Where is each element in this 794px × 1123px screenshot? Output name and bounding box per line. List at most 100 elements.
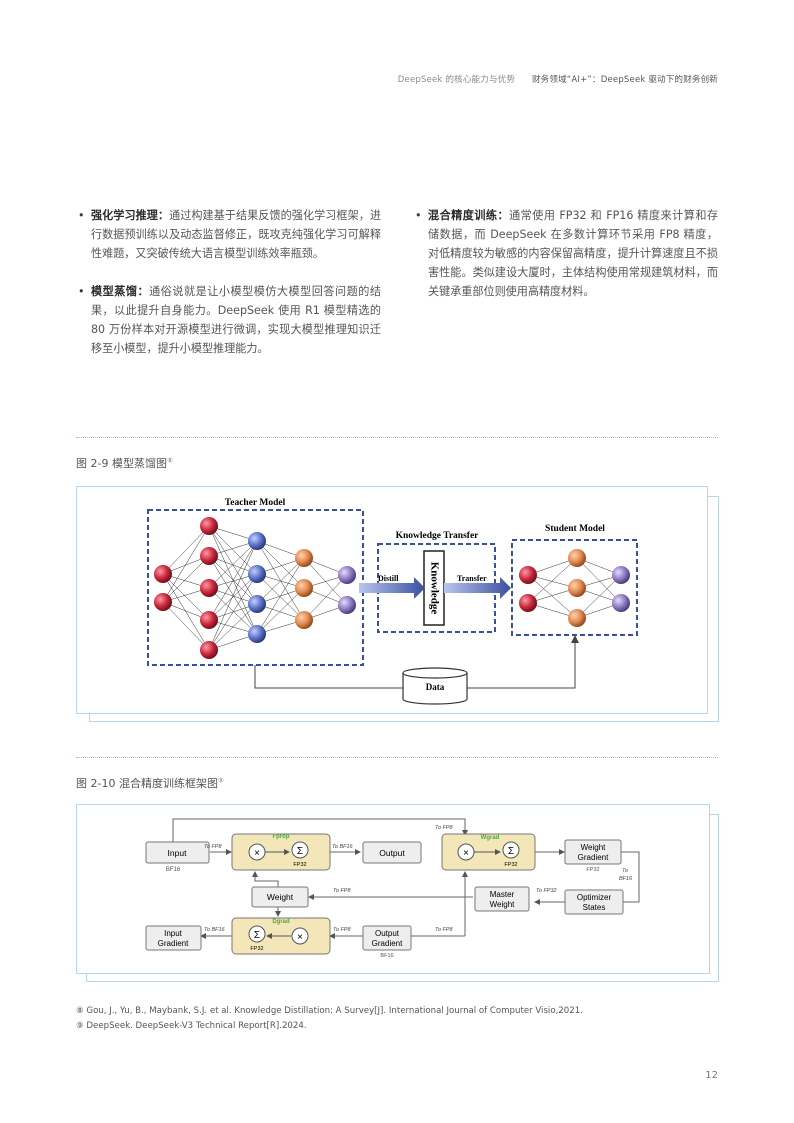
transfer-arrow xyxy=(444,577,511,599)
node-output-gradient-l1: Output xyxy=(375,929,400,938)
net-connection xyxy=(162,525,210,603)
right-column: 混合精度训练：通常使用 FP32 和 FP16 精度来计算和存储数据，而 Dee… xyxy=(413,206,718,316)
bullet-distillation: 模型蒸馏：通俗说就是让小模型模仿大模型回答问题的结果，以此提升自身能力。Deep… xyxy=(76,282,381,358)
edge-label-tobf16-1: To BF16 xyxy=(332,844,354,850)
node-input-label: Input xyxy=(168,848,188,858)
net-node xyxy=(200,547,218,565)
node-output-gradient-sub: BF16 xyxy=(380,953,393,959)
header-chapter: 财务领域“AI+”：DeepSeek 驱动下的财务创新 xyxy=(531,75,718,85)
data-label: Data xyxy=(426,682,445,692)
net-node xyxy=(612,566,630,584)
net-node xyxy=(248,565,266,583)
net-connection xyxy=(162,525,210,575)
data-line-left xyxy=(254,665,403,689)
net-connection xyxy=(208,573,258,651)
figure2-caption-text: 图 2-10 混合精度训练框架图 xyxy=(76,777,218,790)
dgrad-times: × xyxy=(297,932,303,943)
left-column: 强化学习推理：通过构建基于结果反馈的强化学习框架，进行数据预训练以及动态监督修正… xyxy=(76,206,381,373)
edge-label-bf16: BF16 xyxy=(619,876,633,882)
net-node xyxy=(154,593,172,611)
page-number: 12 xyxy=(705,1070,718,1081)
net-connection xyxy=(256,557,305,635)
edge-label-tofp32: To FP32 xyxy=(536,888,557,894)
net-connection xyxy=(256,573,305,621)
student-label: Student Model xyxy=(545,524,605,534)
net-node xyxy=(200,641,218,659)
bullet-text: 通过构建基于结果反馈的强化学习框架，进行数据预训练以及动态监督修正，既攻克纯强化… xyxy=(91,209,381,260)
bullet-mixed-precision: 混合精度训练：通常使用 FP32 和 FP16 精度来计算和存储数据，而 Dee… xyxy=(413,206,718,301)
bullet-rl-reasoning: 强化学习推理：通过构建基于结果反馈的强化学习框架，进行数据预训练以及动态监督修正… xyxy=(76,206,381,263)
net-connection xyxy=(576,574,622,619)
net-connection xyxy=(208,540,258,651)
edge-gradient-optimizer xyxy=(612,851,640,903)
net-node xyxy=(248,625,266,643)
net-node xyxy=(248,595,266,613)
student-box xyxy=(511,539,638,636)
fprop-fp32: FP32 xyxy=(293,862,306,868)
bullet-term: 模型蒸馏： xyxy=(91,285,150,298)
node-master-l2: Weight xyxy=(490,900,516,909)
bullet-term: 强化学习推理： xyxy=(91,209,170,222)
student-nodes xyxy=(519,549,630,627)
edge-weight-fprop xyxy=(252,871,279,887)
node-input-gradient-l1: Input xyxy=(164,929,183,938)
net-node xyxy=(338,566,356,584)
node-weight-gradient xyxy=(564,839,622,865)
edge-label-tofp8-3: To FP8 xyxy=(333,927,351,933)
figure2-ref: ⑨ xyxy=(217,776,224,785)
net-node xyxy=(200,611,218,629)
fprop-label: Fprop xyxy=(273,834,290,840)
net-node xyxy=(295,611,313,629)
net-connection xyxy=(208,540,258,621)
figure1-caption: 图 2-9 模型蒸馏图⑧ xyxy=(76,455,173,471)
net-connection xyxy=(162,601,210,651)
fprop-sum xyxy=(291,841,309,859)
net-connection xyxy=(162,573,210,621)
distill-label: Distill xyxy=(378,574,399,583)
dgrad-multiply xyxy=(291,927,309,945)
teacher-nodes xyxy=(154,517,356,659)
net-connection xyxy=(162,573,210,651)
net-connection xyxy=(256,587,305,635)
distillation-diagram: Teacher Model Knowledge Transfer Knowled… xyxy=(147,498,638,705)
fprop-times: × xyxy=(254,848,260,859)
figure1-ref: ⑧ xyxy=(166,456,173,465)
net-node xyxy=(568,609,586,627)
node-master-weight xyxy=(474,886,530,912)
net-connection xyxy=(256,540,305,621)
net-node xyxy=(519,594,537,612)
node-optimizer-l2: States xyxy=(583,903,606,912)
edge-label-tofp8-2: To FP8 xyxy=(333,888,351,894)
net-connection xyxy=(527,557,578,604)
wgrad-label: Wgrad xyxy=(481,835,500,841)
bullet-text: 通常使用 FP32 和 FP16 精度来计算和存储数据，而 DeepSeek 在… xyxy=(428,209,718,298)
dgrad-sigma: Σ xyxy=(254,930,260,941)
edge-label-tofp8-4: To FP8 xyxy=(435,927,453,933)
node-output-gradient-l2: Gradient xyxy=(372,939,403,948)
node-master-l1: Master xyxy=(490,890,515,899)
wgrad-fp32: FP32 xyxy=(504,862,517,868)
wgrad-sigma: Σ xyxy=(508,846,514,857)
node-output-label: Output xyxy=(379,848,405,858)
net-node xyxy=(568,579,586,597)
node-output xyxy=(362,841,422,864)
figure2-frame: Input BF16 To FP8 Fprop × Σ FP32 To BF16… xyxy=(76,804,710,974)
fprop-sigma: Σ xyxy=(297,846,303,857)
bullet-text: 通俗说就是让小模型模仿大模型回答问题的结果，以此提升自身能力。DeepSeek … xyxy=(91,285,381,355)
net-connection xyxy=(162,555,210,603)
node-input-sub: BF16 xyxy=(166,867,181,873)
knowledge-label: Knowledge xyxy=(428,562,440,615)
net-connection xyxy=(208,573,258,621)
net-connection xyxy=(256,557,305,605)
data-cylinder xyxy=(402,667,468,705)
figure1-caption-text: 图 2-9 模型蒸馏图 xyxy=(76,457,167,470)
header-section: DeepSeek 的核心能力与优势 xyxy=(397,75,516,85)
node-input xyxy=(145,841,210,864)
edge-input-to-wgrad xyxy=(172,818,468,843)
node-weight xyxy=(251,886,309,908)
net-connection xyxy=(208,603,258,651)
net-node xyxy=(568,549,586,567)
node-output-gradient xyxy=(362,925,412,951)
footnote-8: ⑧ Gou, J., Yu, B., Maybank, S.J. et al. … xyxy=(76,1006,583,1016)
dgrad-label: Dgrad xyxy=(272,919,290,925)
